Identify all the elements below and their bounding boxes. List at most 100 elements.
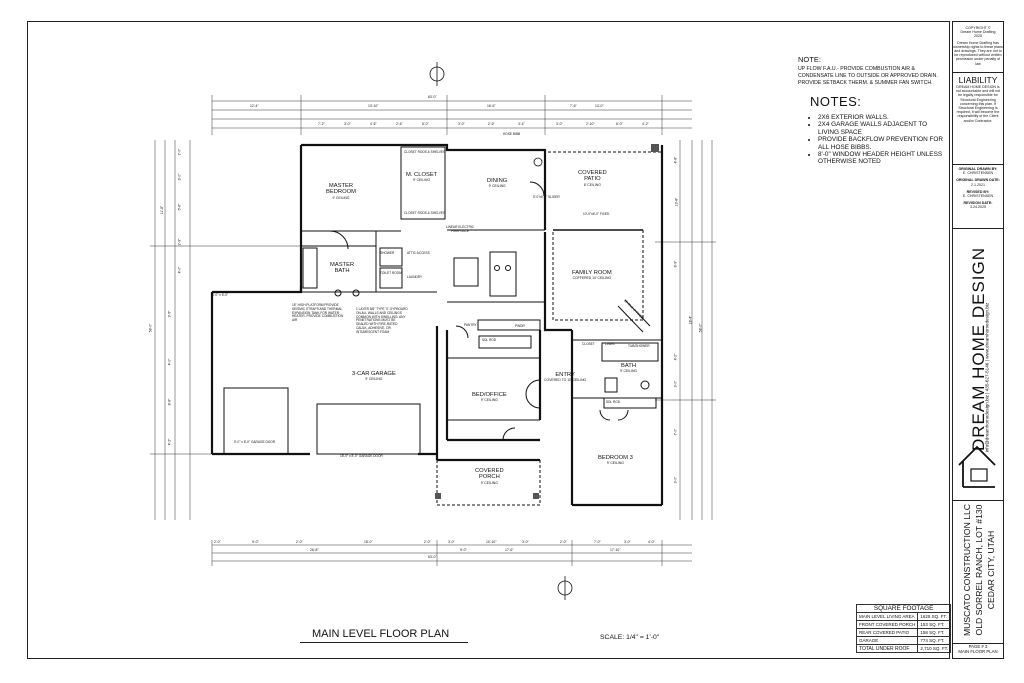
label-slider: 5'-0"x6'-8" SLIDER: [533, 195, 560, 199]
copyright-line: 2025: [974, 34, 982, 39]
label-closet: CLOSET: [582, 342, 595, 346]
label-fireplace: LINEAR ELECTRIC FIREPLACE: [445, 225, 475, 233]
dim-bottom2: 9'-0": [460, 548, 467, 552]
note-line: UP FLOW F.A.U.- PROVIDE COMBUSTION AIR &: [798, 66, 915, 72]
dim-bottom: 4'-0": [648, 540, 655, 544]
dim-top2: 3'-4": [518, 122, 525, 126]
note-line: PROVIDE SETBACK THERM. & SUMMER FAN SWIT…: [798, 80, 933, 86]
dim-top: 13'-0": [595, 104, 604, 108]
dim-bottom: 9'-0": [252, 540, 259, 544]
dim-bottom: 7'-0": [594, 540, 601, 544]
dim-bottom: 2'-0": [296, 540, 303, 544]
dim-right: 8'-9": [673, 260, 678, 268]
dim-bottom: 3'-0": [448, 540, 455, 544]
dim-left: 2'-0": [177, 148, 182, 156]
label-toilet-room: TOILET ROOM: [380, 271, 402, 275]
copyright-line: Dream Home Drafting: [960, 30, 996, 35]
copyright-title: COPYRIGHT ©: [965, 26, 991, 30]
dim-right: 7'-0": [673, 428, 678, 436]
revised-by-label: REVISED BY:: [966, 189, 990, 194]
notes-item: 2X6 EXTERIOR WALLS.: [818, 114, 946, 121]
drawing-sheet: [27, 21, 950, 659]
dim-top2: 5'-0": [422, 122, 429, 126]
dim-bottom: 2'-0": [424, 540, 431, 544]
page-number: PAGE # 3: [968, 644, 988, 649]
liability-block: LIABILITY DREAM HOME DESIGN is not accou…: [953, 73, 1003, 165]
dim-left: 3'-0": [177, 173, 182, 181]
overall-depth-dim-right: 58'-0": [698, 323, 703, 333]
note-heading: NOTE:: [798, 55, 821, 64]
dim-top2: 3'-0": [344, 122, 351, 126]
room-master-bath: MASTER BATH: [330, 262, 355, 275]
floor-plan-drawing: [150, 62, 716, 600]
dim-right: 13'-8": [674, 197, 679, 207]
label-garage-fire-note: 1 LAYER 5/8" TYPE 'X' GYPBOARD ON ALL WA…: [356, 307, 408, 334]
dim-top2: 3'-0": [556, 122, 563, 126]
dim-left: 11'-8": [160, 205, 165, 215]
dim-right: 18'-4": [688, 315, 693, 325]
drawn-by-label: ORIGINAL DRAWN BY:: [958, 167, 998, 171]
dim-bottom: 3'-0": [624, 540, 631, 544]
label-sdl-rod: SDL ROD: [482, 338, 497, 342]
label-linen: LINEN: [605, 342, 615, 346]
label-window: 3'-0" x 6'-0": [212, 293, 229, 297]
dim-top2: 3'-0": [458, 122, 465, 126]
project-block: MUSCATO CONSTRUCTION LLC OLD SORREL RANC…: [953, 501, 1003, 644]
copyright-body: Dream Home Drafting has ownership rights…: [953, 40, 1003, 66]
dim-top2: 7'-2": [318, 122, 325, 126]
dim-bottom: 3'-0": [522, 540, 529, 544]
dim-right: 3'-0": [673, 476, 678, 484]
notes-item: PROVIDE BACKFLOW PREVENTION FOR ALL HOSE…: [818, 136, 946, 151]
dim-top2: 4'-6": [370, 122, 377, 126]
dim-top2: 4'-2": [642, 122, 649, 126]
dim-left: 8'-6": [167, 398, 172, 406]
dim-left: 4'-0": [177, 266, 182, 274]
title-block: COPYRIGHT © Dream Home Drafting 2025 Dre…: [952, 21, 1004, 659]
dim-left: 4'-0": [167, 358, 172, 366]
copyright-block: COPYRIGHT © Dream Home Drafting 2025 Dre…: [953, 22, 1003, 73]
revision-date-label: REVISION DATE:: [963, 201, 993, 206]
dim-bottom: 2'-0": [214, 540, 221, 544]
square-footage-title: SQUARE FOOTAGE: [856, 604, 952, 612]
notes-list: 2X6 EXTERIOR WALLS. 2X4 GARAGE WALLS ADJ…: [808, 114, 946, 166]
label-fixed: 10'-0"x6'-0" FIXED: [583, 212, 610, 216]
notes-item: 8'-0" WINDOW HEADER HEIGHT UNLESS OTHERW…: [818, 151, 946, 166]
label-pwdr: PWDR: [515, 324, 525, 328]
dim-top2: 2'-6": [396, 122, 403, 126]
drawn-date-label: ORIGINAL DRAWN DATE:: [956, 178, 1000, 183]
label-tub-shower: TUB/SHOWER: [628, 344, 650, 348]
plan-title-underline: [300, 642, 468, 643]
revised-by: E. CHRISTENSEN: [962, 194, 994, 199]
dim-top: 16'-6": [487, 104, 496, 108]
note-line: CONDENSATE LINE TO OUTSIDE OR APPROVED D…: [798, 73, 938, 79]
dim-top: 13'-10": [368, 104, 379, 108]
drawing-info-block: ORIGINAL DRAWN BY: E. CHRISTENSEN ORIGIN…: [953, 165, 1003, 229]
house-logo-icon: [958, 445, 996, 488]
label-pantry: PANTRY: [464, 323, 477, 327]
dim-left: 4'-2": [167, 438, 172, 446]
dim-top: 12'-4": [250, 104, 259, 108]
liability-title: LIABILITY: [958, 75, 998, 85]
dim-left: 3'-5": [167, 310, 172, 318]
dim-bottom: 10'-10": [486, 540, 497, 544]
project-client: MUSCATO CONSTRUCTION LLC: [962, 504, 972, 636]
label-laundry: LAUNDRY: [407, 275, 423, 279]
dim-right: 4'-8": [673, 156, 678, 164]
drawn-by: E. CHRISTENSEN: [962, 171, 994, 176]
page-block: PAGE # 3 MAIN FLOOR PLAN: [953, 644, 1003, 660]
label-water-heater-note: 18" HIGH PLATFORM PROVIDE SEISMIC STRAPS…: [292, 303, 344, 323]
plan-scale: SCALE: 1/4" = 1'-0": [600, 634, 660, 641]
dim-bottom: 2'-0": [560, 540, 567, 544]
label-sdl-rod: SDL ROD: [606, 400, 621, 404]
